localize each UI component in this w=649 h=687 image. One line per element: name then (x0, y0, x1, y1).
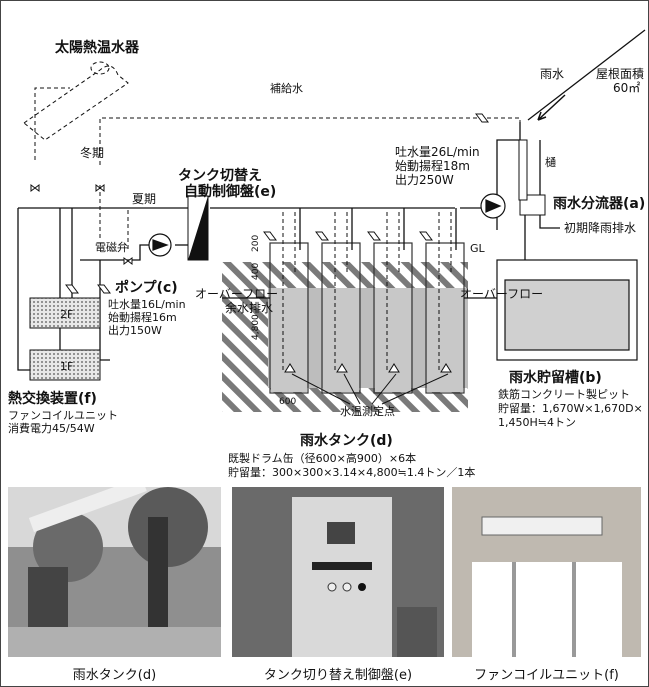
tank-label: 雨水タンク(d) (300, 432, 393, 449)
svg-text:4,800: 4,800 (251, 314, 261, 340)
rain-arrow (537, 94, 566, 121)
valve-icons (30, 113, 489, 294)
svg-text:貯留量：1,670W×1,670D×: 貯留量：1,670W×1,670D× (498, 402, 643, 415)
svg-text:2F: 2F (60, 308, 73, 321)
svg-text:水温測定点: 水温測定点 (340, 404, 395, 418)
storage-label: 雨水貯留槽(b) (509, 369, 602, 386)
svg-text:鉄筋コンクリート製ピット: 鉄筋コンクリート製ピット (498, 387, 630, 401)
storage-tank (496, 259, 638, 361)
svg-text:出力150W: 出力150W (108, 323, 162, 337)
photo-rain-tank (8, 487, 221, 657)
svg-text:冬期: 冬期 (80, 145, 104, 160)
svg-text:貯留量：300×300×3.14×4,800≒1.4トン／1: 貯留量：300×300×3.14×4,800≒1.4トン／1本 (228, 465, 475, 479)
photo-caption-fan-coil: ファンコイルユニット(f) (474, 668, 619, 683)
svg-text:夏期: 夏期 (132, 192, 156, 206)
svg-text:1F: 1F (60, 360, 73, 373)
drum-tank-3 (373, 242, 413, 394)
photo-fan-coil (452, 487, 641, 657)
svg-text:補給水: 補給水 (270, 81, 303, 95)
photo-caption-control-panel: タンク切り替え制御盤(e) (263, 668, 413, 683)
svg-text:400: 400 (251, 263, 261, 280)
svg-text:消費電力45/54W: 消費電力45/54W (8, 421, 95, 435)
svg-text:雨水: 雨水 (540, 67, 564, 81)
svg-text:600: 600 (279, 397, 296, 407)
svg-text:1,450H≒4トン: 1,450H≒4トン (498, 416, 576, 429)
svg-text:電磁弁: 電磁弁 (95, 240, 128, 254)
svg-text:ファンコイルユニット: ファンコイルユニット (8, 409, 118, 422)
pump-c-label: ポンプ(c) (115, 279, 178, 296)
svg-text:始動揚程16m: 始動揚程16m (108, 310, 177, 324)
drum-tank-4 (425, 242, 465, 394)
svg-text:既製ドラム缶（径600×高900）×6本: 既製ドラム缶（径600×高900）×6本 (228, 451, 416, 465)
separator-label: 雨水分流器(a) (553, 195, 645, 212)
svg-text:吐水量26L/min: 吐水量26L/min (395, 145, 480, 159)
drum-tank-1 (269, 242, 309, 394)
system-diagram: 太陽熱温水器 補給水 雨水 屋根面積 60㎡ 樋 冬期 夏期 電磁弁 タンク切替… (8, 29, 646, 479)
controller-panel (187, 195, 209, 261)
svg-text:GL: GL (470, 242, 486, 255)
drum-tanks (269, 242, 465, 394)
svg-text:初期降雨排水: 初期降雨排水 (564, 221, 636, 235)
svg-text:余水排水: 余水排水 (225, 300, 273, 315)
solar-heater-label: 太陽熱温水器 (55, 39, 140, 56)
heat-exchanger-label: 熱交換装置(f) (8, 390, 97, 407)
pump-c-icon (148, 233, 172, 257)
svg-text:60㎡: 60㎡ (613, 81, 640, 95)
photo-caption-rain-tank: 雨水タンク(d) (72, 668, 157, 683)
svg-text:出力250W: 出力250W (395, 173, 454, 187)
drum-tank-2 (321, 242, 361, 394)
svg-text:樋: 樋 (545, 155, 556, 169)
photo-control-panel (232, 487, 444, 657)
svg-text:始動揚程18m: 始動揚程18m (395, 158, 470, 173)
controller-label-1: タンク切替え (178, 167, 262, 184)
unit-2f (29, 297, 101, 329)
svg-text:オーバーフロー: オーバーフロー (195, 287, 278, 301)
svg-text:屋根面積: 屋根面積 (596, 66, 644, 81)
controller-label-2: 自動制御盤(e) (184, 183, 276, 200)
unit-1f (29, 349, 101, 381)
svg-text:200: 200 (251, 235, 261, 252)
solar-heater (23, 61, 129, 141)
svg-text:吐水量16L/min: 吐水量16L/min (108, 298, 186, 311)
pump-a-icon (480, 193, 506, 219)
svg-text:オーバーフロー: オーバーフロー (460, 287, 543, 301)
